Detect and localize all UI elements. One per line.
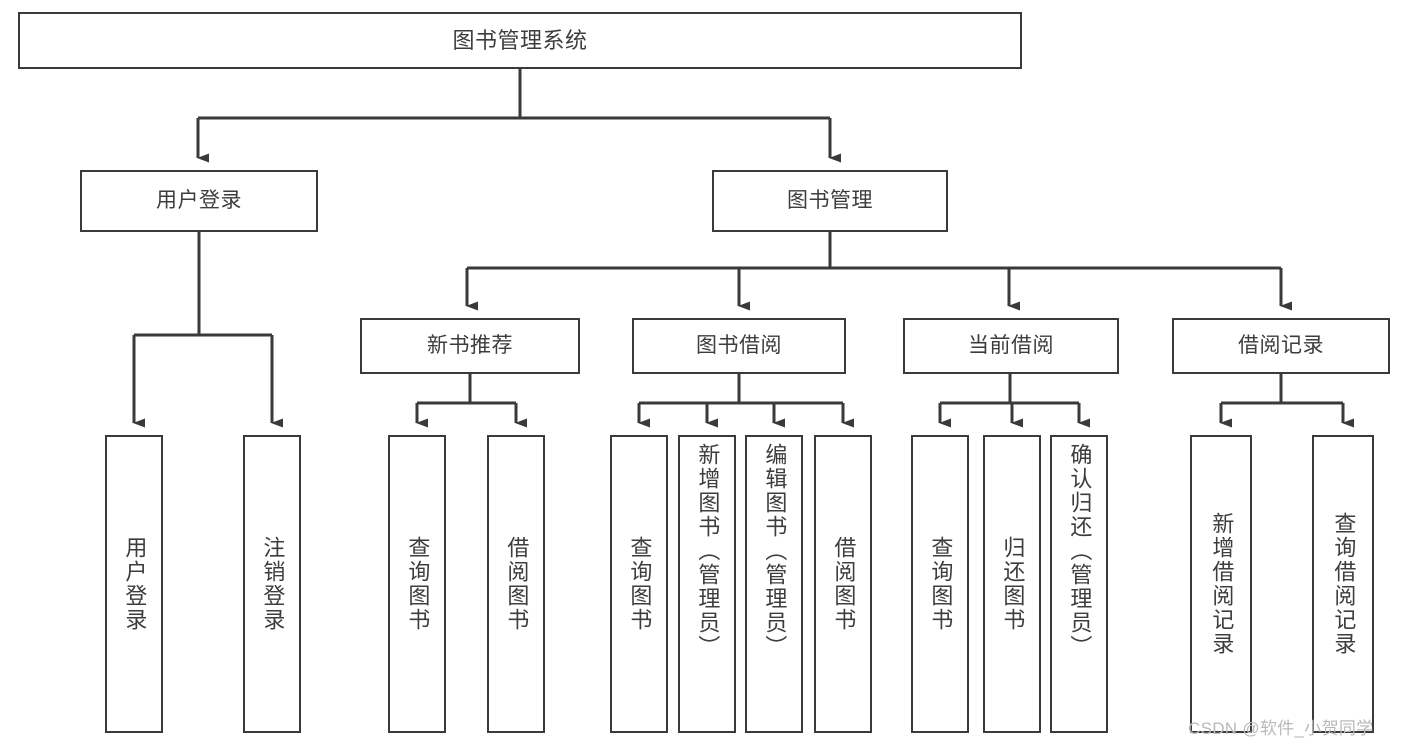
node-leaf-logout-login[interactable]: 注销登录 xyxy=(243,435,301,733)
node-book-borrow[interactable]: 图书借阅 xyxy=(632,318,846,374)
node-current-borrow[interactable]: 当前借阅 xyxy=(903,318,1119,374)
node-borrow-record[interactable]: 借阅记录 xyxy=(1172,318,1390,374)
node-new-book-recommend-label: 新书推荐 xyxy=(427,333,513,357)
node-leaf-add-borrow-record-label: 新增借阅记录 xyxy=(1209,512,1235,656)
node-leaf-user-login-label: 用户登录 xyxy=(122,536,148,632)
node-leaf-logout-login-label: 注销登录 xyxy=(260,536,286,632)
csdn-watermark: CSDN @软件_小贺同学 xyxy=(1188,719,1374,738)
node-leaf-query-book-1[interactable]: 查询图书 xyxy=(388,435,446,733)
node-leaf-add-borrow-record[interactable]: 新增借阅记录 xyxy=(1190,435,1252,733)
node-user-login[interactable]: 用户登录 xyxy=(80,170,318,232)
node-leaf-query-book-2[interactable]: 查询图书 xyxy=(610,435,668,733)
node-leaf-return-book-label: 归还图书 xyxy=(1000,536,1026,632)
node-leaf-query-book-1-label: 查询图书 xyxy=(405,536,431,632)
node-leaf-query-book-2-label: 查询图书 xyxy=(627,536,653,632)
node-book-manage-label: 图书管理 xyxy=(787,188,873,212)
node-borrow-record-label: 借阅记录 xyxy=(1238,333,1324,357)
node-leaf-add-book-admin-label: 新增图书（管理员） xyxy=(695,443,721,659)
node-leaf-query-borrow-record-label: 查询借阅记录 xyxy=(1331,512,1357,656)
node-root[interactable]: 图书管理系统 xyxy=(18,12,1022,69)
node-book-borrow-label: 图书借阅 xyxy=(696,333,782,357)
node-leaf-return-book[interactable]: 归还图书 xyxy=(983,435,1041,733)
node-current-borrow-label: 当前借阅 xyxy=(968,333,1054,357)
node-user-login-label: 用户登录 xyxy=(156,188,242,212)
node-leaf-edit-book-admin-label: 编辑图书（管理员） xyxy=(762,443,788,659)
node-leaf-borrow-book-1-label: 借阅图书 xyxy=(504,536,530,632)
node-leaf-user-login[interactable]: 用户登录 xyxy=(105,435,163,733)
node-book-manage[interactable]: 图书管理 xyxy=(712,170,948,232)
node-leaf-edit-book-admin[interactable]: 编辑图书（管理员） xyxy=(745,435,803,733)
node-leaf-query-book-3[interactable]: 查询图书 xyxy=(911,435,969,733)
node-leaf-query-borrow-record[interactable]: 查询借阅记录 xyxy=(1312,435,1374,733)
node-leaf-borrow-book-2[interactable]: 借阅图书 xyxy=(814,435,872,733)
node-leaf-confirm-return-admin-label: 确认归还（管理员） xyxy=(1067,443,1093,659)
node-new-book-recommend[interactable]: 新书推荐 xyxy=(360,318,580,374)
node-leaf-query-book-3-label: 查询图书 xyxy=(928,536,954,632)
node-root-label: 图书管理系统 xyxy=(452,27,588,53)
node-leaf-add-book-admin[interactable]: 新增图书（管理员） xyxy=(678,435,736,733)
node-leaf-borrow-book-2-label: 借阅图书 xyxy=(831,536,857,632)
node-leaf-confirm-return-admin[interactable]: 确认归还（管理员） xyxy=(1050,435,1108,733)
node-leaf-borrow-book-1[interactable]: 借阅图书 xyxy=(487,435,545,733)
